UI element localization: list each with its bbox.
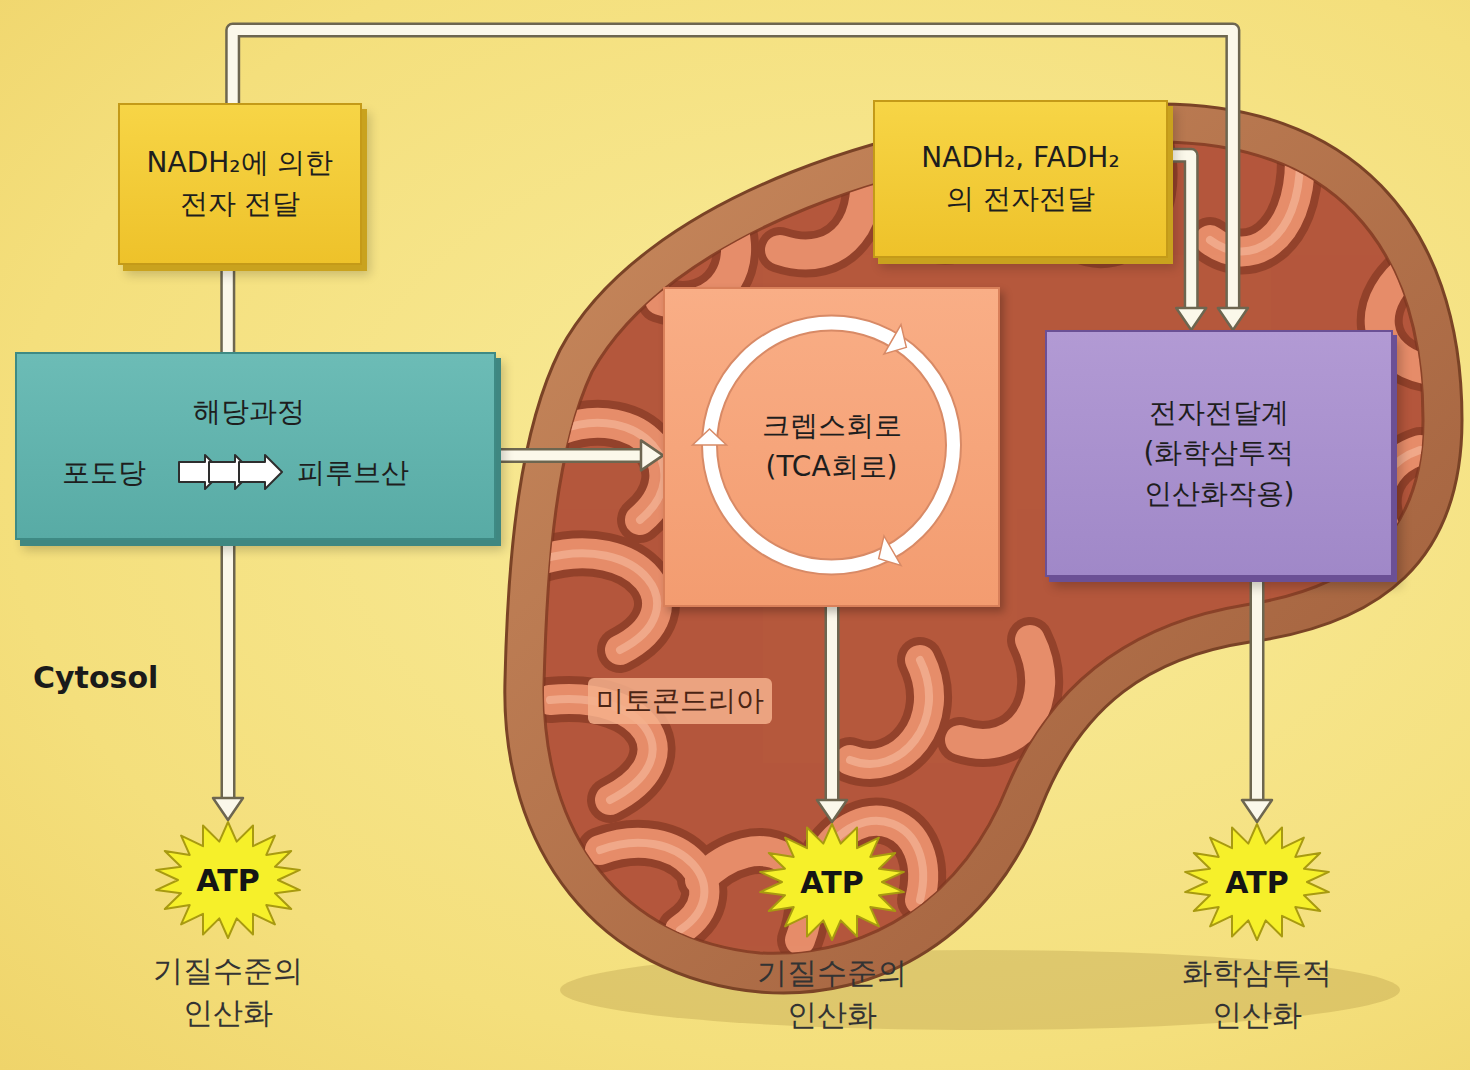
box-heading: 해당과정	[17, 392, 480, 433]
box-text: 크렙스회로 (TCA회로)	[747, 406, 917, 487]
atp-burst: ATP기질수준의 인산화	[153, 820, 303, 940]
flow-arrow	[233, 30, 1248, 330]
box-text: 전자전달계 (화학삼투적 인산화작용)	[1099, 393, 1339, 515]
process-box: NADH₂, FADH₂ 의 전자전달	[873, 100, 1168, 258]
molecule-label: 피루브산	[297, 453, 409, 494]
flow-arrow	[1242, 577, 1272, 822]
cycle-box: 크렙스회로 (TCA회로)	[663, 287, 1000, 607]
process-caption: 기질수준의 인산화	[737, 952, 927, 1036]
region-label: Cytosol	[33, 660, 158, 695]
flow-arrow	[1168, 155, 1206, 330]
atp-text: ATP	[153, 820, 303, 940]
flow-arrow	[817, 607, 847, 822]
triple-arrow	[177, 452, 287, 492]
flow-arrow	[213, 540, 243, 820]
pathway-box: 해당과정포도당 피루브산	[15, 352, 496, 540]
molecule-label: 포도당	[62, 453, 146, 494]
flow-arrow	[227, 265, 228, 352]
box-text: NADH₂에 의한 전자 전달	[140, 143, 340, 224]
atp-text: ATP	[757, 822, 907, 942]
process-caption: 화학삼투적 인산화	[1162, 952, 1352, 1036]
atp-burst: ATP화학삼투적 인산화	[1182, 822, 1332, 942]
atp-burst: ATP기질수준의 인산화	[757, 822, 907, 942]
flow-arrow	[496, 440, 663, 470]
process-box: NADH₂에 의한 전자 전달	[118, 103, 362, 265]
process-box: 전자전달계 (화학삼투적 인산화작용)	[1045, 330, 1393, 577]
cycle-ring	[665, 289, 998, 605]
process-caption: 기질수준의 인산화	[133, 950, 323, 1034]
organelle-label: 미토콘드리아	[588, 678, 772, 724]
atp-text: ATP	[1182, 822, 1332, 942]
box-text: NADH₂, FADH₂ 의 전자전달	[913, 138, 1128, 219]
